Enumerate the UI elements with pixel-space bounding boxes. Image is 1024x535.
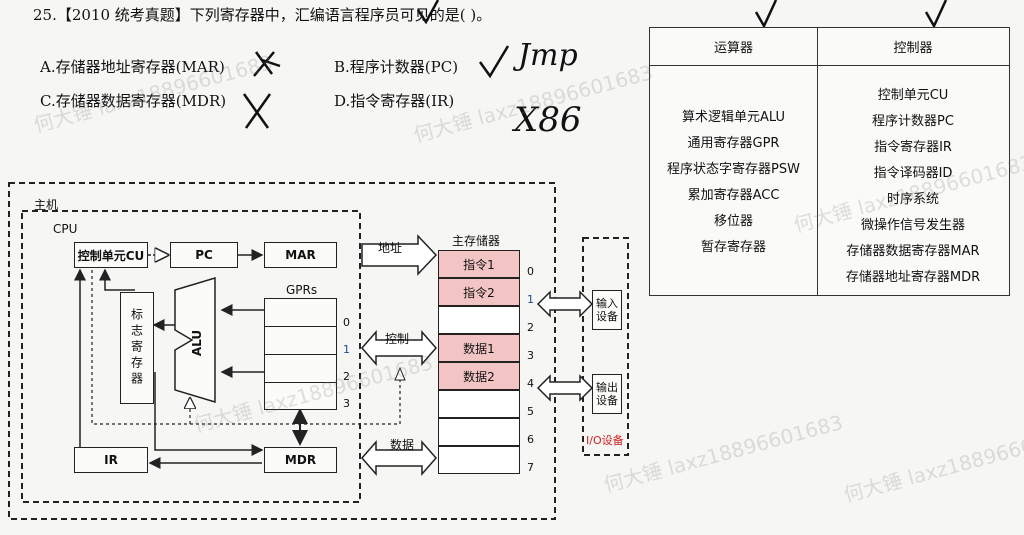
flags-cu-arrow [99,268,135,291]
check-mark-alu [754,0,778,29]
gpr-block [264,298,337,410]
mem-output-arrow [536,374,594,402]
memory-address: 7 [527,461,534,474]
memory-address: 6 [527,433,534,446]
memory-address: 1 [527,293,534,306]
ir-register: IR [74,447,148,473]
flags-register: 标志寄存器 [120,292,154,404]
bus-address-label: 地址 [378,241,403,255]
alu-item: 暂存寄存器 [700,240,766,255]
register-table: 运算器 算术逻辑单元ALU 通用寄存器GPR 程序状态字寄存器PSW 累加寄存器… [649,27,1010,296]
handwritten-x86: X86 [514,100,582,140]
cross-mark-a [253,51,281,77]
bus-control-label: 控制 [385,332,410,346]
address-bus-arrow [361,234,438,276]
cpu-box [21,210,361,503]
data-bus-arrow [361,440,437,476]
control-bus-arrow [361,330,437,366]
control-dashed-line [91,270,401,425]
control-unit-box: 控制单元CU [74,242,148,268]
mem-input-arrow [536,290,594,318]
cu-column: 控制器 控制单元CU 程序计数器PC 指令寄存器IR 指令译码器ID 时序系统 … [817,28,1009,295]
memory-cell [438,390,520,418]
cu-item: 程序计数器PC [872,114,954,129]
memory-address: 3 [527,349,534,362]
alu-label: ALU [190,329,205,357]
alu-column: 运算器 算术逻辑单元ALU 通用寄存器GPR 程序状态字寄存器PSW 累加寄存器… [650,28,818,295]
control-bus-triangle [394,366,406,381]
bus-data-label: 数据 [390,438,415,452]
memory-cell: 数据2 [438,362,520,390]
cu-item: 存储器数据寄存器MAR [846,244,980,259]
option-d: D.指令寄存器(IR) [334,92,455,110]
output-device: 输出设备 [592,374,622,414]
cu-item: 微操作信号发生器 [860,218,965,233]
gprs-label: GPRs [286,283,318,297]
memory-cell: 指令1 [438,250,520,278]
check-mark-cu [924,0,948,29]
cu-item: 指令寄存器IR [874,140,952,155]
memory-cell [438,306,520,334]
cu-item: 存储器地址寄存器MDR [845,270,981,285]
alu-item: 程序状态字寄存器PSW [667,162,800,177]
memory-address: 5 [527,405,534,418]
alu-item: 算术逻辑单元ALU [681,110,785,125]
gpr-index: 1 [343,343,350,356]
alu-shape [174,276,216,404]
io-label: I/O设备 [586,434,624,447]
memory-cell: 指令2 [438,278,520,306]
alu-mdr-line [154,372,264,456]
alu-item: 移位器 [713,214,753,229]
cu-header: 控制器 [817,28,1009,66]
input-device: 输入设备 [592,290,622,330]
host-box [8,182,556,520]
alu-item: 累加寄存器ACC [687,188,780,203]
gpr-index: 2 [343,370,350,383]
memory-address: 0 [527,265,534,278]
memory-address: 4 [527,377,534,390]
cross-mark-c [242,93,272,129]
option-a: A.存储器地址寄存器(MAR) [40,58,225,76]
alu-item: 通用寄存器GPR [687,136,780,151]
handwritten-jmp: Jmp [518,38,578,73]
pc-register: PC [170,242,238,268]
memory-cell: 数据1 [438,334,520,362]
mdr-register: MDR [264,447,337,473]
gpr-index: 3 [343,397,350,410]
option-b: B.程序计数器(PC) [334,58,459,76]
alu-header: 运算器 [650,28,817,66]
option-c: C.存储器数据寄存器(MDR) [40,92,227,110]
memory-address: 2 [527,321,534,334]
question-title: 25.【2010 统考真题】下列寄存器中，汇编语言程序员可见的是( )。 [33,6,492,24]
cu-item: 时序系统 [886,192,939,207]
cpu-label: CPU [53,222,78,236]
cu-item: 控制单元CU [877,88,949,103]
cu-item: 指令译码器ID [873,166,953,181]
check-mark-title [416,0,440,25]
memory-label: 主存储器 [452,234,501,248]
memory-cell [438,446,520,474]
gpr-index: 0 [343,316,350,329]
io-box [582,237,629,456]
memory-cell [438,418,520,446]
check-mark-b [478,45,510,79]
mar-register: MAR [264,242,337,268]
host-label: 主机 [34,198,59,212]
